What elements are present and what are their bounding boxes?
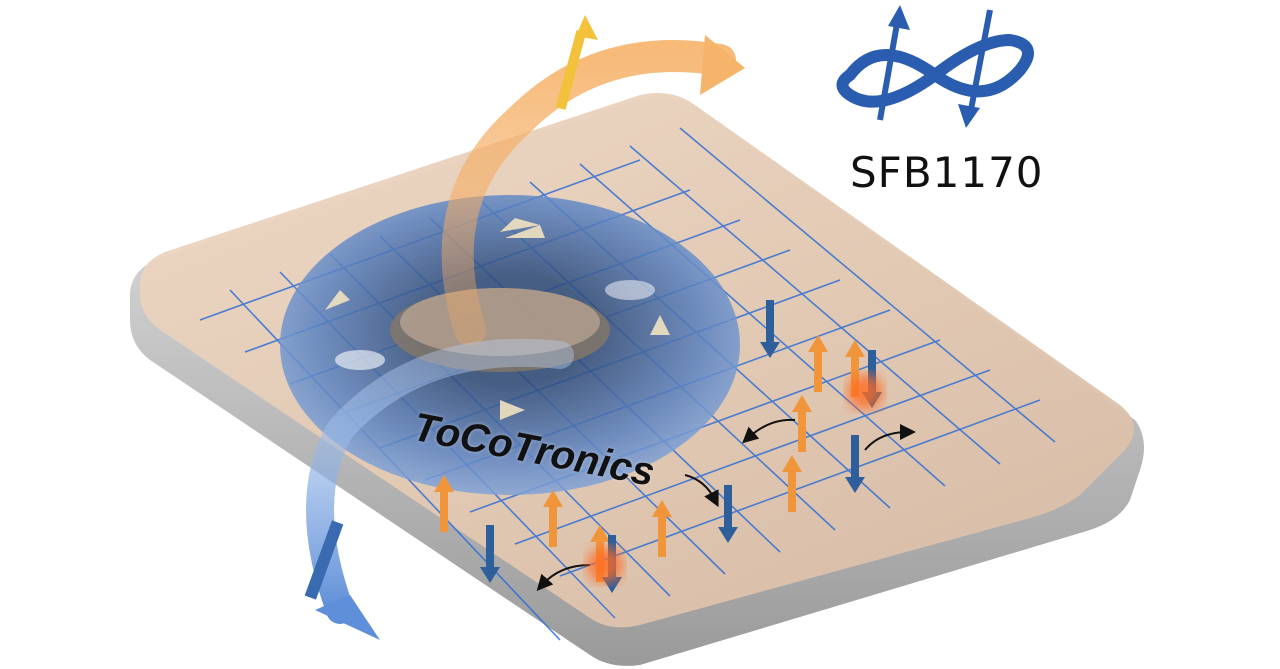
- logo-text: SFB1170: [850, 148, 1044, 197]
- spin-down-arrow: [845, 435, 865, 493]
- spin-up-arrow: [792, 395, 812, 452]
- torus-circulation-arrows: [325, 218, 670, 420]
- orange-arrow-head: [700, 35, 745, 95]
- spin-up-arrow: [782, 455, 802, 512]
- blue-spin-arrow: [304, 520, 344, 600]
- sfb-logo-icon: [836, 5, 1034, 128]
- spin-up-arrow: [652, 500, 672, 557]
- orange-spin-arrow: [555, 30, 587, 110]
- spin-down-arrow: [480, 525, 500, 583]
- spin-down-arrow: [760, 300, 780, 358]
- spin-up-arrow: [543, 490, 563, 547]
- grid-line: [579, 163, 946, 487]
- blue-arrow-head: [315, 595, 380, 640]
- grid-line: [629, 145, 1001, 465]
- orange-spin-current: [441, 40, 736, 346]
- orange-spin-arrow-head: [576, 15, 598, 40]
- spin-down-arrow: [718, 485, 738, 543]
- defect-glow: [587, 547, 623, 583]
- spin-up-arrow: [808, 335, 828, 392]
- spin-up-arrow: [434, 475, 454, 532]
- spin-up-arrow: [845, 340, 865, 397]
- defect-glow: [847, 374, 883, 410]
- hopping-arrows: [536, 418, 916, 591]
- grid-line: [514, 369, 991, 545]
- blue-spin-current: [306, 338, 574, 624]
- grid-line: [679, 127, 1056, 443]
